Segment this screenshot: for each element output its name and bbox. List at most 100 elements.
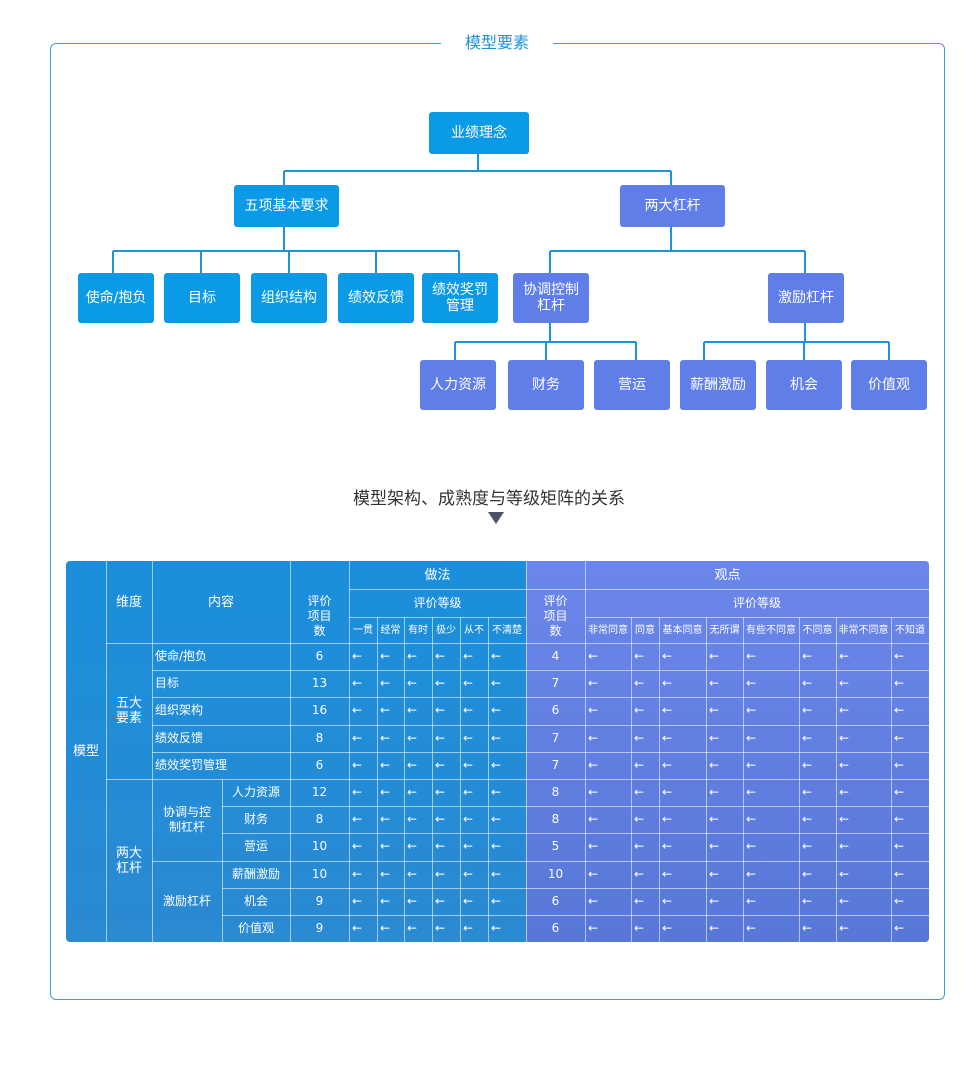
view-level-header: 不同意 — [802, 624, 833, 636]
view-level-header: 无所谓 — [709, 624, 740, 636]
arrow-left-icon: ← — [709, 649, 720, 664]
node-five-requirements: 五项基本要求 — [234, 185, 339, 227]
row-content: 绩效奖罚管理 — [155, 757, 228, 772]
arrow-left-icon: ← — [746, 812, 757, 827]
arrow-left-icon: ← — [380, 703, 391, 718]
grid-line — [222, 833, 929, 835]
arrow-left-icon: ← — [407, 921, 418, 936]
arrow-left-icon: ← — [491, 866, 502, 881]
arrow-left-icon: ← — [588, 839, 599, 854]
practice-level-header: 有时 — [408, 624, 428, 636]
arrow-left-icon: ← — [662, 703, 673, 718]
grid-line — [152, 697, 929, 699]
node-finance: 财务 — [508, 360, 584, 410]
practice-level-header: 不清楚 — [492, 624, 522, 636]
arrow-left-icon: ← — [839, 785, 850, 800]
grid-line — [152, 561, 153, 942]
arrow-left-icon: ← — [894, 866, 905, 881]
arrow-left-icon: ← — [435, 757, 446, 772]
arrow-left-icon: ← — [352, 757, 363, 772]
arrow-left-icon: ← — [634, 649, 645, 664]
arrow-left-icon: ← — [709, 730, 720, 745]
arrow-left-icon: ← — [380, 730, 391, 745]
row-content: 薪酬激励 — [231, 866, 280, 881]
row-practice-count: 10 — [311, 866, 328, 881]
arrow-left-icon: ← — [463, 730, 474, 745]
arrow-left-icon: ← — [662, 730, 673, 745]
arrow-left-icon: ← — [709, 839, 720, 854]
arrow-left-icon: ← — [588, 812, 599, 827]
arrow-left-icon: ← — [709, 921, 720, 936]
arrow-left-icon: ← — [894, 839, 905, 854]
arrow-left-icon: ← — [802, 785, 813, 800]
arrow-left-icon: ← — [491, 649, 502, 664]
arrow-down-icon — [488, 512, 504, 524]
arrow-left-icon: ← — [435, 839, 446, 854]
row-view-count: 6 — [551, 893, 560, 908]
row-view-count: 7 — [551, 676, 560, 691]
arrow-left-icon: ← — [634, 893, 645, 908]
grid-line — [152, 670, 929, 672]
arrow-left-icon: ← — [491, 757, 502, 772]
arrow-left-icon: ← — [588, 893, 599, 908]
row-view-count: 8 — [551, 812, 560, 827]
arrow-left-icon: ← — [491, 893, 502, 908]
arrow-left-icon: ← — [352, 785, 363, 800]
row-practice-count: 6 — [315, 649, 324, 664]
arrow-left-icon: ← — [380, 676, 391, 691]
tree-connectors — [112, 154, 890, 360]
row-content: 目标 — [155, 676, 180, 691]
sub-control-lever: 协调与控制杠杆 — [152, 779, 222, 861]
practice-level-header: 一贯 — [353, 624, 373, 636]
node-goal: 目标 — [164, 273, 240, 323]
arrow-left-icon: ← — [662, 866, 673, 881]
row-practice-count: 13 — [311, 676, 328, 691]
dimension-five-elements: 五大要素 — [106, 643, 152, 779]
view-level-header: 有些不同意 — [746, 624, 796, 636]
arrow-left-icon: ← — [491, 785, 502, 800]
arrow-left-icon: ← — [491, 812, 502, 827]
arrow-left-icon: ← — [491, 730, 502, 745]
arrow-left-icon: ← — [463, 785, 474, 800]
arrow-left-icon: ← — [407, 730, 418, 745]
arrow-left-icon: ← — [491, 921, 502, 936]
header-dimension: 维度 — [115, 594, 142, 610]
grid-line — [106, 561, 107, 942]
eval-count-label: 评价项目数 — [307, 593, 332, 638]
arrow-left-icon: ← — [709, 785, 720, 800]
row-view-count: 7 — [551, 730, 560, 745]
arrow-left-icon: ← — [662, 785, 673, 800]
arrow-left-icon: ← — [839, 893, 850, 908]
arrow-left-icon: ← — [746, 730, 757, 745]
view-level-header: 非常同意 — [588, 624, 628, 636]
arrow-left-icon: ← — [463, 676, 474, 691]
arrow-left-icon: ← — [634, 866, 645, 881]
row-practice-count: 6 — [315, 757, 324, 772]
arrow-left-icon: ← — [839, 703, 850, 718]
row-practice-count: 8 — [315, 730, 324, 745]
grid-line — [152, 751, 929, 753]
arrow-left-icon: ← — [634, 703, 645, 718]
arrow-left-icon: ← — [839, 676, 850, 691]
arrow-left-icon: ← — [463, 649, 474, 664]
header-view-eval-count: 评价项目数 — [526, 589, 585, 643]
grid-line — [585, 561, 586, 942]
arrow-left-icon: ← — [802, 812, 813, 827]
header-view: 观点 — [714, 567, 741, 583]
arrow-left-icon: ← — [839, 866, 850, 881]
dimension-two-levers: 两大杠杆 — [106, 779, 152, 942]
arrow-left-icon: ← — [746, 676, 757, 691]
row-content: 使命/抱负 — [155, 649, 208, 664]
arrow-left-icon: ← — [380, 893, 391, 908]
arrow-left-icon: ← — [352, 893, 363, 908]
arrow-left-icon: ← — [435, 730, 446, 745]
grid-line — [222, 915, 929, 916]
arrow-left-icon: ← — [634, 757, 645, 772]
row-content: 财务 — [243, 812, 268, 827]
grid-line — [349, 589, 526, 590]
frame-title: 模型要素 — [441, 30, 553, 56]
arrow-left-icon: ← — [894, 703, 905, 718]
arrow-left-icon: ← — [463, 812, 474, 827]
grid-line — [222, 779, 223, 942]
arrow-left-icon: ← — [352, 730, 363, 745]
